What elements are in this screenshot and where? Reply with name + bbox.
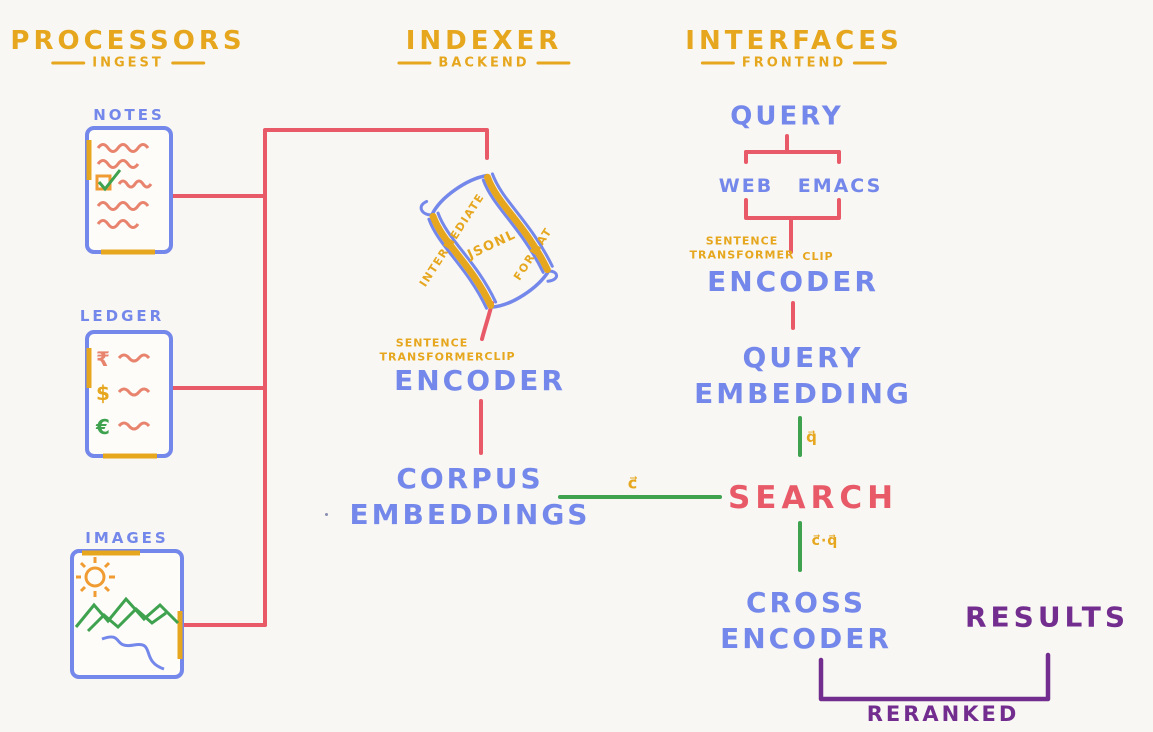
subtitle-backend-label: BACKEND	[438, 55, 530, 71]
subtitle-rule-right	[170, 61, 205, 65]
euro-symbol: €	[95, 415, 110, 439]
ledger-label: LEDGER	[79, 307, 165, 325]
images-photo-icon	[70, 549, 184, 679]
column-subtitle-ingest: INGEST	[51, 56, 205, 71]
indexer-model-note: SENTENCE TRANSFORMER	[380, 337, 485, 366]
corpus-embeddings-node: CORPUS EMBEDDINGS	[350, 461, 591, 533]
subtitle-rule-left	[700, 61, 735, 65]
corpus-line1: CORPUS	[396, 462, 544, 496]
images-label: IMAGES	[85, 529, 169, 547]
query-embedding-line1: QUERY	[742, 341, 864, 375]
subtitle-frontend-label: FRONTEND	[741, 55, 847, 71]
results-node: RESULTS	[964, 600, 1130, 634]
interfaces-model-note: SENTENCE TRANSFORMER	[690, 235, 795, 264]
search-node: SEARCH	[727, 480, 899, 516]
query-node: QUERY	[730, 101, 844, 132]
connector-query-branch	[744, 134, 841, 154]
model-note-line2: TRANSFORMER	[689, 249, 795, 262]
subtitle-rule-right	[536, 61, 571, 65]
column-title-processors: PROCESSORS	[10, 26, 246, 56]
corpus-line2: EMBEDDINGS	[349, 498, 591, 531]
ink-dot	[325, 513, 328, 516]
sun-icon	[76, 557, 115, 597]
query-embedding-line2: EMBEDDING	[694, 377, 912, 410]
model-note-line1: SENTENCE	[395, 336, 469, 350]
river-icon	[101, 635, 165, 671]
query-vector-label: q⃗	[806, 428, 818, 446]
connector-clients-join	[744, 198, 841, 220]
indexer-clip-note: CLIP	[484, 349, 516, 363]
subtitle-ingest-label: INGEST	[92, 55, 164, 71]
ledger-document-icon: ₹ $ €	[85, 330, 173, 459]
model-note-line2: TRANSFORMER	[379, 351, 485, 364]
subtitle-rule-left	[397, 61, 432, 65]
column-subtitle-frontend: FRONTEND	[700, 55, 888, 71]
handwriting-squiggles	[96, 143, 153, 229]
subtitle-rule-left	[51, 61, 86, 65]
cross-encoder-line1: CROSS	[746, 586, 866, 620]
corpus-vector-label: c⃗	[627, 473, 639, 493]
notes-document-icon	[85, 126, 173, 255]
interfaces-clip-note: CLIP	[802, 249, 834, 263]
indexer-encoder-node: ENCODER	[394, 364, 566, 398]
mountains-icon	[74, 596, 180, 633]
query-embedding-node: QUERY EMBEDDING	[694, 340, 912, 412]
subtitle-rule-right	[853, 61, 888, 65]
web-client-node: WEB	[718, 175, 774, 197]
notes-label: NOTES	[93, 106, 165, 124]
connector-cross-encoder-to-results	[818, 652, 1051, 702]
cross-encoder-node: CROSS ENCODER	[720, 585, 892, 657]
rupee-symbol: ₹	[96, 347, 110, 371]
model-note-line1: SENTENCE	[705, 234, 779, 248]
checkmark-icon	[97, 169, 122, 192]
interfaces-encoder-node: ENCODER	[707, 265, 879, 299]
column-title-interfaces: INTERFACES	[685, 26, 903, 56]
column-title-indexer: INDEXER	[405, 26, 563, 56]
jsonl-scroll-icon	[419, 172, 559, 310]
dot-product-label: c⃗·q⃗	[811, 533, 839, 549]
column-subtitle-backend: BACKEND	[397, 55, 571, 71]
cross-encoder-line2: ENCODER	[720, 622, 892, 655]
reranked-label: RERANKED	[866, 702, 1020, 726]
emacs-client-node: EMACS	[797, 175, 883, 197]
dollar-symbol: $	[96, 381, 110, 405]
